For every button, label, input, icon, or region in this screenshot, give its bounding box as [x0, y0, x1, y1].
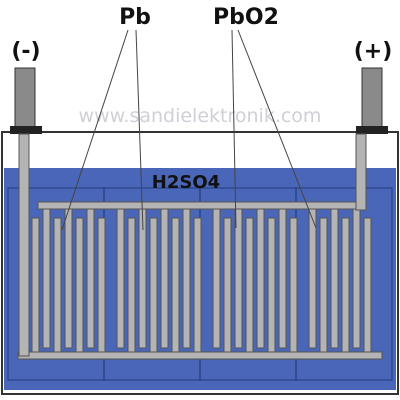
electrolyte-label: H2SO4 — [152, 172, 220, 193]
pb-plate — [193, 217, 202, 355]
pb-plate — [97, 217, 106, 355]
pb-plate — [245, 217, 254, 355]
pb-plate — [127, 217, 136, 355]
pbo2-plate — [352, 207, 361, 349]
pb-plate — [267, 217, 276, 355]
pb-plate — [53, 217, 62, 355]
negative-terminal-label: (-) — [11, 39, 40, 64]
pbo2-plate — [182, 207, 191, 349]
positive-terminal-label: (+) — [354, 39, 393, 64]
pbo2-plate — [160, 207, 169, 349]
negative-terminal-post — [14, 67, 36, 129]
pbo2-plate — [42, 207, 51, 349]
positive-terminal-rod — [355, 133, 367, 211]
positive-bus-bar — [37, 201, 367, 210]
watermark: www.sandielektronik.com — [79, 105, 322, 127]
pbo2-plate — [256, 207, 265, 349]
pbo2-plate — [308, 207, 317, 349]
lead-plates-label: Pb — [119, 5, 151, 30]
negative-terminal-rod — [18, 133, 30, 357]
pb-plate — [223, 217, 232, 355]
lead-plate-leader-line — [61, 29, 129, 231]
pbo2-plate — [64, 207, 73, 349]
negative-bus-bar — [17, 351, 383, 360]
positive-terminal-cap — [356, 126, 388, 134]
pb-plate — [31, 217, 40, 355]
pbo2-plate — [86, 207, 95, 349]
negative-terminal-cap — [10, 126, 42, 134]
pb-plate — [319, 217, 328, 355]
pbo2-plate — [116, 207, 125, 349]
pbo2-plate — [212, 207, 221, 349]
pb-plate — [75, 217, 84, 355]
pb-plate — [289, 217, 298, 355]
pb-plate — [171, 217, 180, 355]
pb-plate — [363, 217, 372, 355]
positive-terminal-post — [361, 67, 383, 129]
pbo2-plate — [330, 207, 339, 349]
pb-plate — [149, 217, 158, 355]
pb-plate — [341, 217, 350, 355]
pbo2-plate — [278, 207, 287, 349]
lead-dioxide-plates-label: PbO2 — [213, 5, 279, 30]
pbo2-plate — [234, 207, 243, 349]
lead-plate-leader-line — [135, 29, 144, 231]
lead-dioxide-leader-line — [237, 29, 317, 229]
lead-dioxide-leader-line — [231, 29, 237, 229]
